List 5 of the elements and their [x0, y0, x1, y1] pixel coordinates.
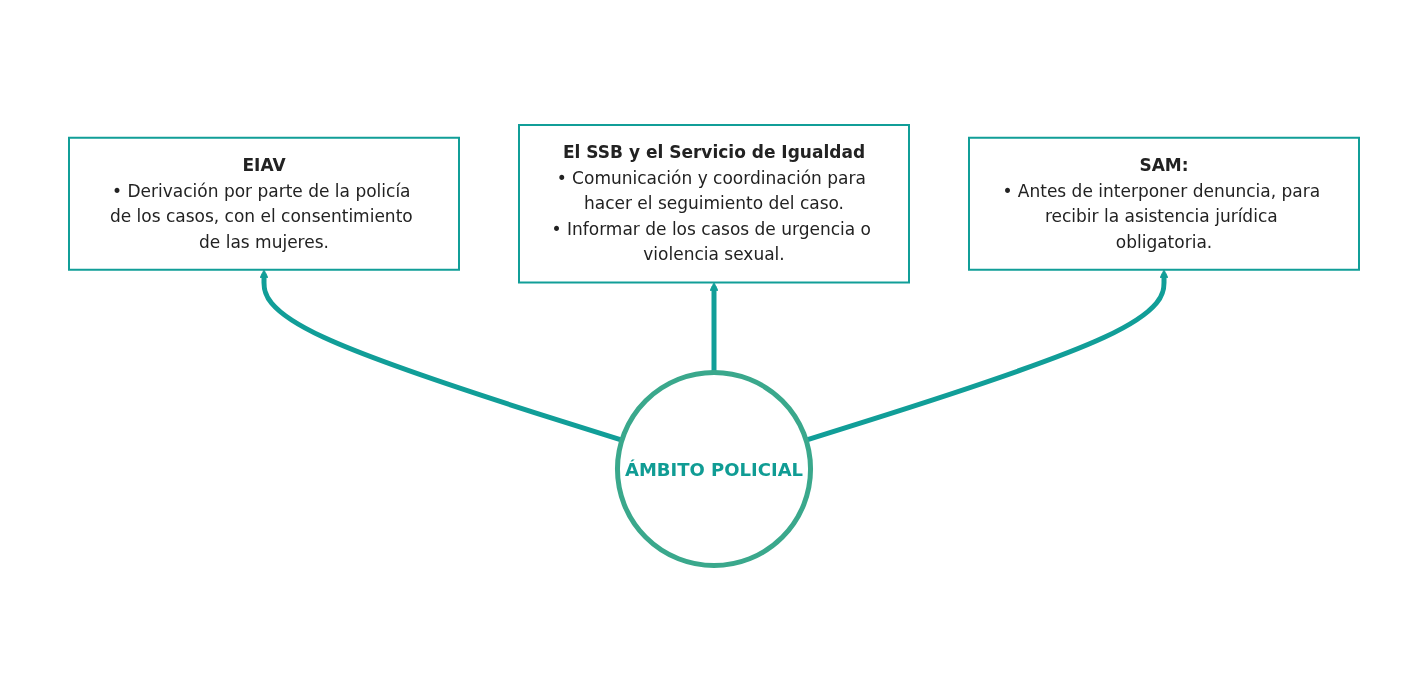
node-box: El SSB y el Servicio de Igualdad • Comunicación y coordinación para hacer el seguimiento del caso. • Informar de los casos de urgencia o violencia sexual.: [517, 124, 910, 284]
node-circle: ÁMBITO POLICIAL: [614, 370, 813, 569]
node-box: EIAV • Derivación por parte de la policía de los casos, con el consentimiento de las mujeres.: [67, 136, 460, 271]
node-box: SAM: • Antes de interponer denuncia, para recibir la asistencia jurídica obligatoria.: [967, 136, 1360, 271]
arrow: [709, 282, 718, 373]
